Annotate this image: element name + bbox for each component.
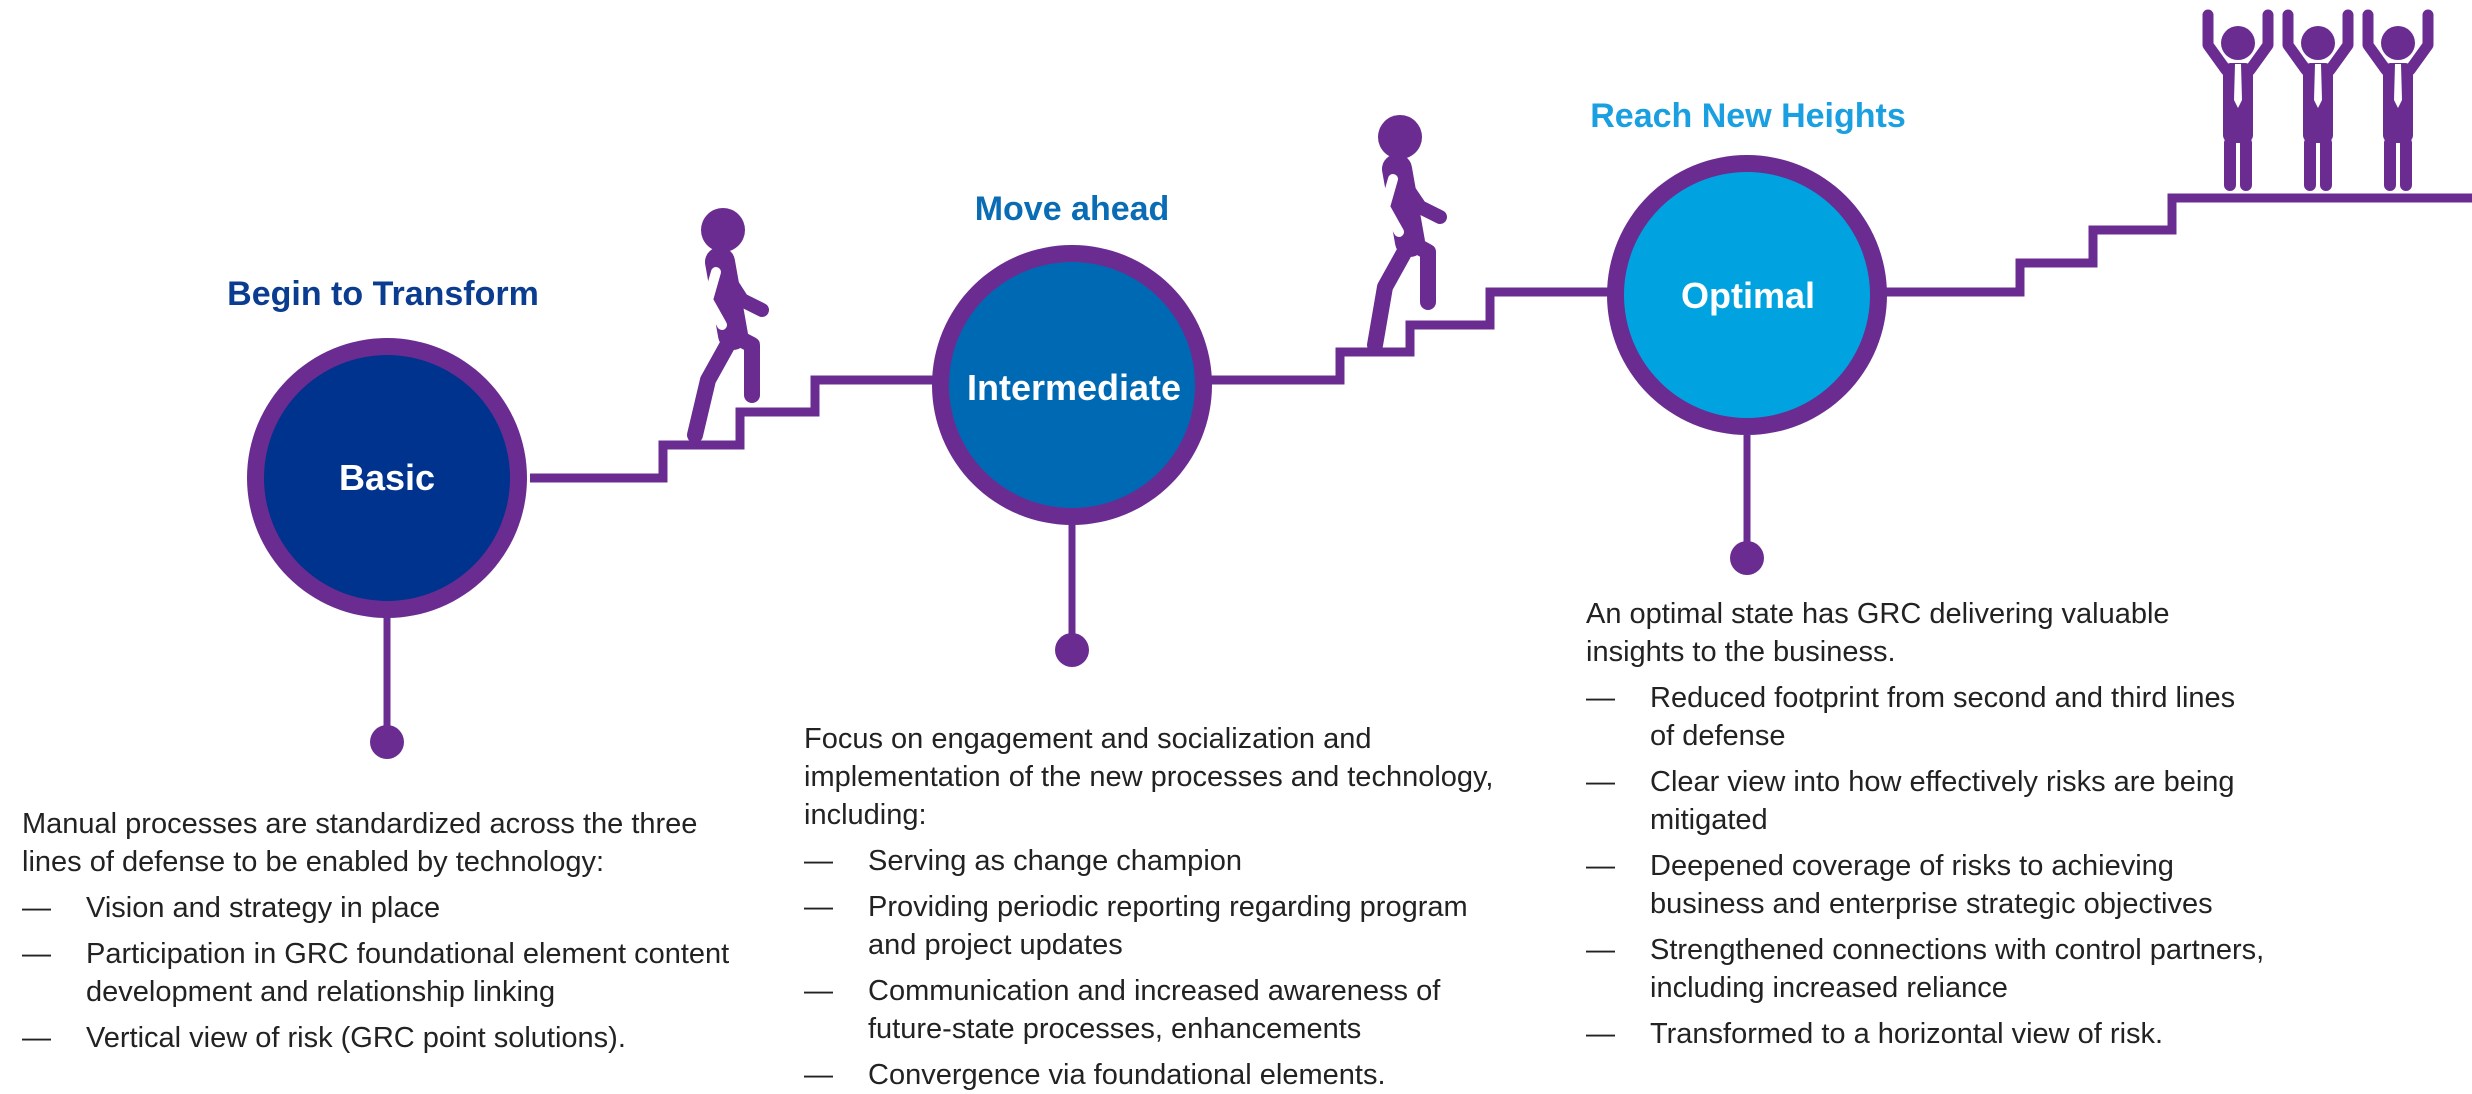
list-item-text: Transformed to a horizontal view of risk… bbox=[1650, 1018, 2164, 1050]
list-item-text: Serving as change champion bbox=[868, 845, 1243, 877]
dash-marker: — bbox=[1586, 766, 1615, 798]
dash-marker: — bbox=[1586, 850, 1615, 882]
list-item: — Serving as change champion bbox=[804, 842, 1524, 880]
dash-marker: — bbox=[804, 845, 833, 877]
stage-intro: Focus on engagement and socialization an… bbox=[804, 723, 1494, 831]
dash-marker: — bbox=[804, 891, 833, 923]
list-item: — Deepened coverage of risks to achieving… bbox=[1586, 847, 2266, 923]
dash-marker: — bbox=[804, 975, 833, 1007]
stage-title-optimal: Reach New Heights bbox=[1590, 97, 1906, 135]
list-item-text: Vision and strategy in place bbox=[86, 892, 441, 924]
stage-circle-intermediate bbox=[932, 245, 1212, 525]
list-item-text: Convergence via foundational elements. bbox=[868, 1059, 1386, 1091]
stage-description-optimal: An optimal state has GRC delivering valu… bbox=[1586, 595, 2266, 1053]
stage-title-basic: Begin to Transform bbox=[227, 275, 539, 313]
list-item-text: Reduced footprint from second and third … bbox=[1650, 682, 2236, 752]
pin-basic bbox=[370, 605, 404, 759]
list-item: — Providing periodic reporting regarding … bbox=[804, 888, 1524, 964]
dash-marker: — bbox=[1586, 934, 1615, 966]
list-item: — Communication and increased awareness o… bbox=[804, 972, 1524, 1048]
list-item: — Vision and strategy in place bbox=[22, 889, 742, 927]
staircase-line bbox=[530, 193, 2472, 483]
stage-circle-optimal bbox=[1607, 155, 1887, 435]
bullet-list: — Serving as change champion — Providing p… bbox=[804, 842, 1524, 1094]
stage-circle-basic bbox=[247, 338, 527, 618]
list-item-text: Communication and increased awareness of… bbox=[868, 975, 1441, 1045]
list-item-text: Providing periodic reporting regarding p… bbox=[868, 891, 1468, 961]
list-item: — Participation in GRC foundational eleme… bbox=[22, 935, 742, 1011]
bullet-list: — Reduced footprint from second and third… bbox=[1586, 679, 2266, 1053]
stage-label-basic: Basic bbox=[338, 457, 436, 498]
stage-description-basic: Manual processes are standardized across… bbox=[22, 805, 742, 1057]
list-item-text: Vertical view of risk (GRC point solutio… bbox=[86, 1022, 626, 1054]
list-item: — Strengthened connections with control p… bbox=[1586, 931, 2266, 1007]
dash-marker: — bbox=[804, 1059, 833, 1091]
stage-description-intermediate: Focus on engagement and socialization an… bbox=[804, 720, 1524, 1094]
dash-marker: — bbox=[22, 892, 51, 924]
person-climbing-stairs-icon bbox=[1367, 115, 1447, 353]
pin-intermediate bbox=[1055, 523, 1089, 667]
list-item: — Convergence via foundational elements. bbox=[804, 1056, 1524, 1094]
list-item: — Vertical view of risk (GRC point soluti… bbox=[22, 1019, 742, 1057]
list-item-text: Participation in GRC foundational elemen… bbox=[86, 938, 730, 1008]
person-climbing-stairs-icon bbox=[687, 208, 769, 443]
list-item: — Reduced footprint from second and third… bbox=[1586, 679, 2266, 755]
stage-label-intermediate: Intermediate bbox=[966, 367, 1182, 408]
stage-title-intermediate: Move ahead bbox=[974, 190, 1170, 228]
bullet-list: — Vision and strategy in place — Participa… bbox=[22, 889, 742, 1057]
list-item-text: Deepened coverage of risks to achieving … bbox=[1650, 850, 2213, 920]
stage-intro: An optimal state has GRC delivering valu… bbox=[1586, 598, 2170, 668]
stage-intro: Manual processes are standardized across… bbox=[22, 808, 698, 878]
dash-marker: — bbox=[1586, 1018, 1615, 1050]
list-item-text: Strengthened connections with control pa… bbox=[1650, 934, 2265, 1004]
stage-label-optimal: Optimal bbox=[1680, 275, 1816, 316]
pin-optimal bbox=[1730, 435, 1764, 575]
dash-marker: — bbox=[22, 1022, 51, 1054]
list-item: — Clear view into how effectively risks a… bbox=[1586, 763, 2266, 839]
list-item-text: Clear view into how effectively risks ar… bbox=[1650, 766, 2235, 836]
list-item: — Transformed to a horizontal view of ris… bbox=[1586, 1015, 2266, 1053]
dash-marker: — bbox=[1586, 682, 1615, 714]
people-celebrating-icon bbox=[2202, 9, 2434, 191]
dash-marker: — bbox=[22, 938, 51, 970]
